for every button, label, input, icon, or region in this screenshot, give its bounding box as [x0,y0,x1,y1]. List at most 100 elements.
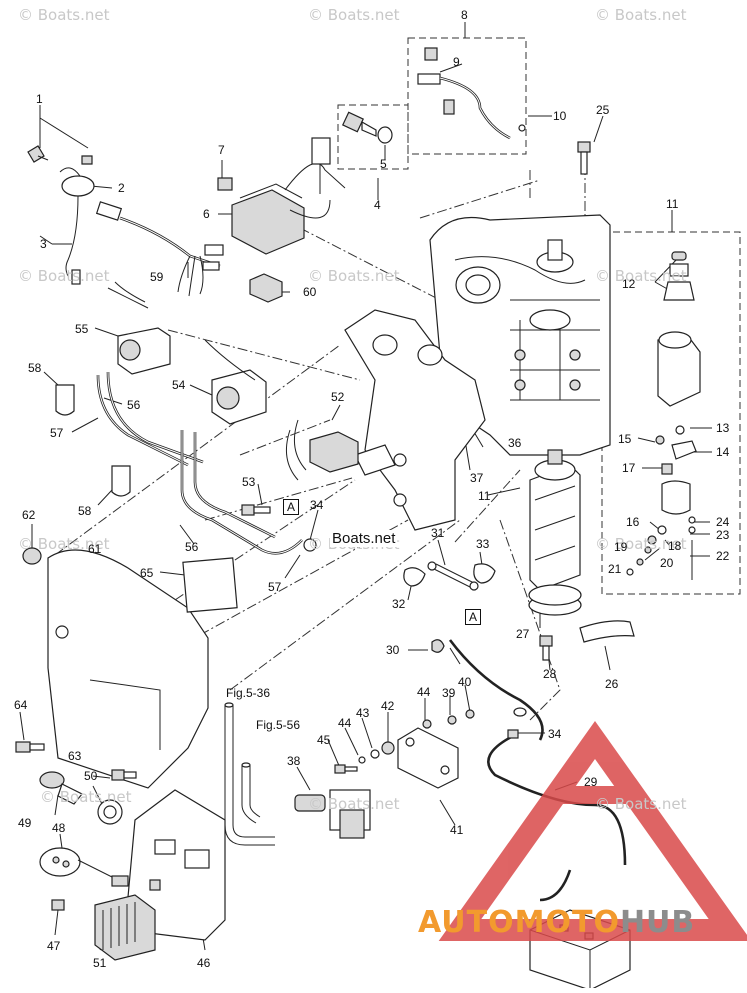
automotohub-logo: AUTOMOTOHUB [418,905,695,940]
callout: 9 [453,55,460,69]
part-62-grommet [22,547,42,565]
bracket [344,309,486,531]
logo-text-automoto: AUTOMOTO [418,905,620,940]
callout: 56 [185,540,199,554]
callout: 24 [716,515,730,529]
group-box-4 [337,104,409,170]
watermark: © Boats.net [40,788,132,806]
watermark: © Boats.net [18,267,110,285]
callout: 38 [287,754,301,768]
part-51-heatsink [94,894,156,961]
callout: 41 [450,823,464,837]
callout: 37 [470,471,484,485]
callout: 26 [605,677,619,691]
watermark: © Boats.net [595,6,687,24]
parts-42-45-hardware [334,709,475,774]
callout: 7 [218,143,225,157]
callout: 32 [392,597,406,611]
callout: 43 [356,706,370,720]
reference-box-a: A [465,609,482,625]
callout: 21 [608,562,622,576]
center-watermark: Boats.net [330,530,398,547]
callout: 58 [78,504,92,518]
callout: 64 [14,698,28,712]
part-8-10-harness [417,47,526,140]
callout: 44 [338,716,352,730]
part-49-50 [39,771,123,825]
callout: 11 [666,197,679,211]
callout: 62 [22,508,36,522]
part-1-3-sender [27,145,95,285]
callout: 3 [40,237,47,251]
part-38-valve [294,789,371,839]
callout: 27 [516,627,530,641]
callout: 47 [47,939,61,953]
callout: 48 [52,821,66,835]
callout: 51 [93,956,107,970]
watermark: © Boats.net [18,535,110,553]
part-29-cable [448,639,627,902]
callout: 60 [303,285,317,299]
callout: 11 [478,489,491,503]
callout: 1 [36,92,43,106]
callout: 55 [75,322,89,336]
callout: 40 [458,675,472,689]
callout: 34 [310,498,324,512]
callout: 44 [417,685,431,699]
part-26-28 [528,584,635,661]
callout: 63 [68,749,82,763]
callout: 15 [618,432,632,446]
part-63-64-bolts [15,741,137,781]
part-54-solenoid [204,339,267,425]
watermark: © Boats.net [595,795,687,813]
watermark: © Boats.net [308,267,400,285]
callout: 17 [622,461,636,475]
callout: 14 [716,445,730,459]
group-box-8 [407,37,527,155]
callout: 6 [203,207,210,221]
callout: 45 [317,733,331,747]
part-61-cover [47,549,238,789]
part-46-holder [124,789,226,941]
parts-30-33 [403,561,496,653]
watermark: © Boats.net [595,267,687,285]
callout: 52 [331,390,345,404]
watermark: © Boats.net [595,535,687,553]
logo-text-hub: HUB [619,905,696,940]
part-6-rectifier [217,137,346,255]
callout: 29 [584,775,598,789]
callout: 56 [127,398,141,412]
callout: 57 [268,580,282,594]
callout: 53 [242,475,256,489]
callout: 42 [381,699,395,713]
part-55-solenoid [107,281,171,375]
callout: 4 [374,198,381,212]
callout: 16 [626,515,640,529]
callout: 10 [553,109,567,123]
watermark-triangle-logo [438,721,747,941]
part-25-bolt [577,141,591,175]
callout: 33 [476,537,490,551]
part-52-switch [285,419,359,481]
callout: 65 [140,566,154,580]
callout: 23 [716,528,730,542]
callout: 58 [28,361,42,375]
callout: 28 [543,667,557,681]
figure-reference: Fig.5-56 [256,718,301,732]
part-58-cap-bottom [111,465,131,497]
part-59-harness [95,201,224,297]
watermark: © Boats.net [308,6,400,24]
callout: 31 [431,526,445,540]
callout: 25 [596,103,610,117]
callout: 61 [88,542,102,556]
part-60-connector [249,273,283,303]
callout: 2 [118,181,125,195]
callout: 22 [716,549,730,563]
callout: 36 [508,436,522,450]
watermark: © Boats.net [18,6,110,24]
callout: 8 [461,8,468,22]
callout: 54 [172,378,186,392]
callout: 18 [668,539,682,553]
